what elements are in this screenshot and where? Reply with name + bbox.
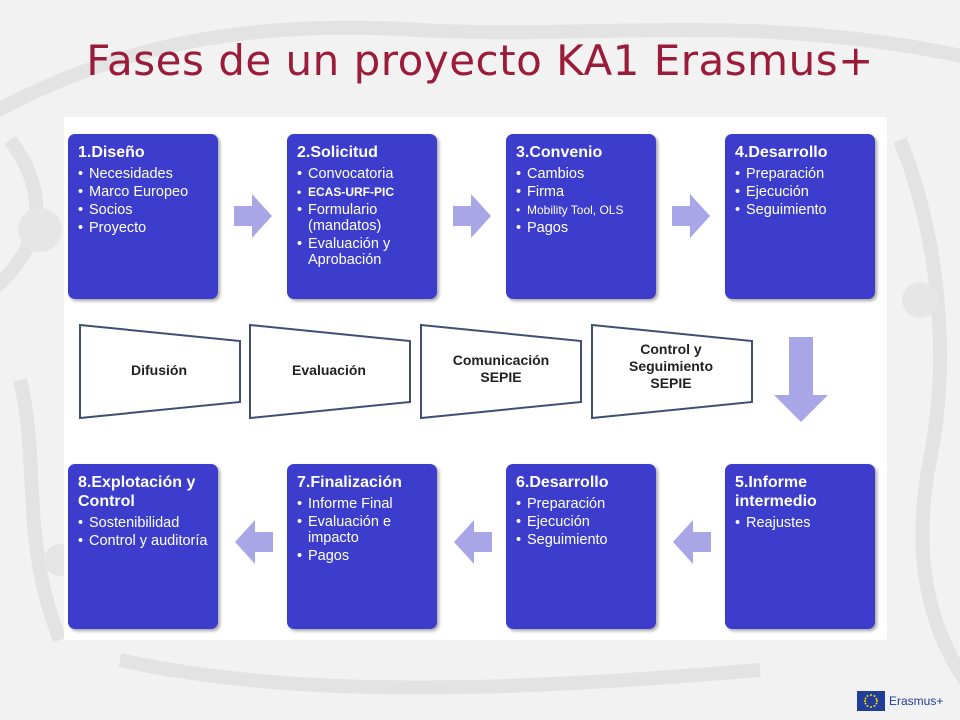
phase-title: 6.Desarrollo [516, 474, 609, 491]
right-arrow-icon [453, 194, 491, 238]
phase-title: 1.Diseño [78, 144, 145, 161]
transversal-label: Difusión [131, 362, 187, 378]
phase-item: Informe Final [297, 496, 427, 512]
right-arrow-icon [672, 194, 710, 238]
trapezoid-comunicacion [420, 323, 582, 420]
trapezoid-evaluacion [249, 323, 411, 420]
eu-flag-icon [857, 691, 885, 711]
phase-title: 7.Finalización [297, 474, 402, 491]
phase-item: Seguimiento [516, 532, 646, 548]
phase-box-7: 7.Finalización Informe Final Evaluación … [287, 464, 437, 629]
phase-box-3: 3.Convenio Cambios Firma Mobility Tool, … [506, 134, 656, 299]
phase-item: Ejecución [516, 514, 646, 530]
trapezoid-difusion [79, 323, 241, 420]
phase-title: 2.Solicitud [297, 144, 378, 161]
phase-item: Evaluación y Aprobación [297, 236, 427, 268]
phase-title: 4.Desarrollo [735, 144, 828, 161]
phase-item: Cambios [516, 166, 646, 182]
down-arrow-icon [774, 337, 828, 422]
phase-box-4: 4.Desarrollo Preparación Ejecución Segui… [725, 134, 875, 299]
left-arrow-icon [454, 520, 492, 564]
phase-item: ECAS-URF-PIC [297, 184, 427, 200]
phase-item: Ejecución [735, 184, 865, 200]
phase-box-8: 8.Explotación y Control Sostenibilidad C… [68, 464, 218, 629]
left-arrow-icon [235, 520, 273, 564]
phase-item: Convocatoria [297, 166, 427, 182]
phase-item: Mobility Tool, OLS [516, 202, 646, 218]
phase-title: 3.Convenio [516, 144, 603, 161]
phase-item: Socios [78, 202, 208, 218]
phase-box-2: 2.Solicitud Convocatoria ECAS-URF-PIC Fo… [287, 134, 437, 299]
phase-item: Pagos [516, 220, 646, 236]
phase-item: Sostenibilidad [78, 515, 208, 531]
trapezoid-control [591, 323, 753, 420]
phase-item: Seguimiento [735, 202, 865, 218]
phase-title: 5.Informe intermedio [735, 474, 817, 510]
phase-item: Reajustes [735, 515, 865, 531]
phase-item: Firma [516, 184, 646, 200]
page-title: Fases de un proyecto KA1 Erasmus+ [86, 36, 874, 85]
phase-box-5: 5.Informe intermedio Reajustes [725, 464, 875, 629]
logo-text: Erasmus+ [889, 694, 944, 708]
phase-item: Pagos [297, 548, 427, 564]
phase-box-1: 1.Diseño Necesidades Marco Europeo Socio… [68, 134, 218, 299]
phase-item: Control y auditoría [78, 533, 208, 549]
phase-item: Formulario (mandatos) [297, 202, 427, 234]
transversal-label: Comunicación SEPIE [452, 352, 550, 385]
phase-item: Evaluación e impacto [297, 514, 427, 546]
phase-title: 8.Explotación y Control [78, 474, 196, 510]
erasmus-logo: Erasmus+ [857, 691, 957, 713]
phase-item: Marco Europeo [78, 184, 208, 200]
phase-item: Necesidades [78, 166, 208, 182]
phase-item: Preparación [735, 166, 865, 182]
phase-item: Preparación [516, 496, 646, 512]
transversal-label: Evaluación [292, 362, 366, 378]
transversal-label: Control y Seguimiento SEPIE [628, 341, 713, 391]
left-arrow-icon [673, 520, 711, 564]
phase-item: Proyecto [78, 220, 208, 236]
right-arrow-icon [234, 194, 272, 238]
phase-box-6: 6.Desarrollo Preparación Ejecución Segui… [506, 464, 656, 629]
